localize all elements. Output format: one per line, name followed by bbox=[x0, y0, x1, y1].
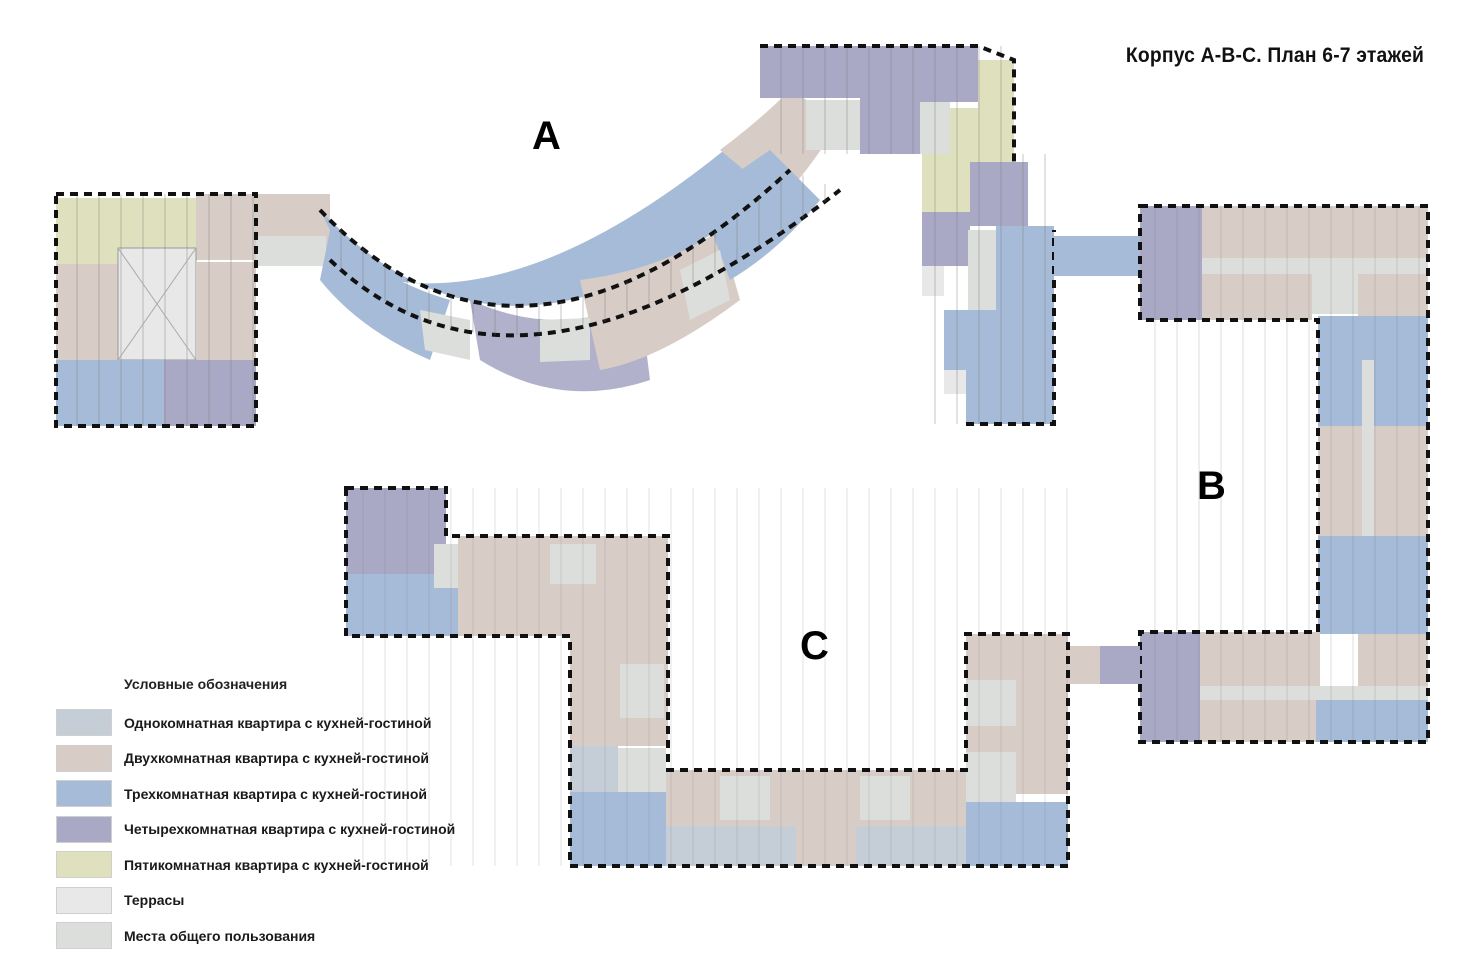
legend-item: Места общего пользования bbox=[56, 918, 455, 954]
legend: Однокомнатная квартира с кухней-гостиной… bbox=[56, 705, 455, 954]
legend-swatch bbox=[56, 922, 112, 950]
building-label-b: B bbox=[1197, 464, 1226, 508]
legend-label: Четырехкомнатная квартира с кухней-гости… bbox=[124, 821, 456, 838]
building-label-c: C bbox=[800, 624, 829, 668]
legend-label: Однокомнатная квартира с кухней-гостиной bbox=[124, 714, 432, 731]
legend-item: Пятикомнатная квартира с кухней-гостиной bbox=[56, 847, 455, 883]
legend-label: Места общего пользования bbox=[124, 927, 316, 944]
legend-item: Четырехкомнатная квартира с кухней-гости… bbox=[56, 812, 455, 848]
building-c bbox=[344, 486, 1070, 868]
building-label-a: A bbox=[532, 114, 561, 158]
legend-label: Трехкомнатная квартира с кухней-гостиной bbox=[124, 785, 427, 802]
building-b bbox=[1138, 204, 1430, 744]
legend-item: Однокомнатная квартира с кухней-гостиной bbox=[56, 705, 455, 741]
legend-swatch bbox=[56, 886, 112, 914]
legend-label: Террасы bbox=[124, 892, 185, 909]
building-a-vertical-wing bbox=[922, 154, 1056, 426]
legend-item: Террасы bbox=[56, 883, 455, 919]
building-a-curved-wing bbox=[318, 90, 842, 392]
legend-label: Пятикомнатная квартира с кухней-гостиной bbox=[124, 856, 429, 873]
legend-swatch bbox=[56, 851, 112, 879]
building-a-top-block bbox=[760, 44, 1016, 162]
legend-swatch bbox=[56, 744, 112, 772]
legend-label: Двухкомнатная квартира с кухней-гостиной bbox=[124, 750, 430, 767]
legend-swatch bbox=[56, 815, 112, 843]
legend-swatch bbox=[56, 709, 112, 737]
building-a-left-block bbox=[54, 192, 330, 428]
plan-title: Корпус А-В-С. План 6-7 этажей bbox=[1125, 44, 1424, 67]
legend-item: Трехкомнатная квартира с кухней-гостиной bbox=[56, 776, 455, 812]
legend-item: Двухкомнатная квартира с кухней-гостиной bbox=[56, 741, 455, 777]
legend-swatch bbox=[56, 780, 112, 808]
common-area bbox=[256, 236, 326, 266]
connector-a-b bbox=[1054, 236, 1144, 276]
legend-title: Условные обозначения bbox=[124, 676, 288, 692]
connector-c-b-unit bbox=[1100, 646, 1140, 684]
